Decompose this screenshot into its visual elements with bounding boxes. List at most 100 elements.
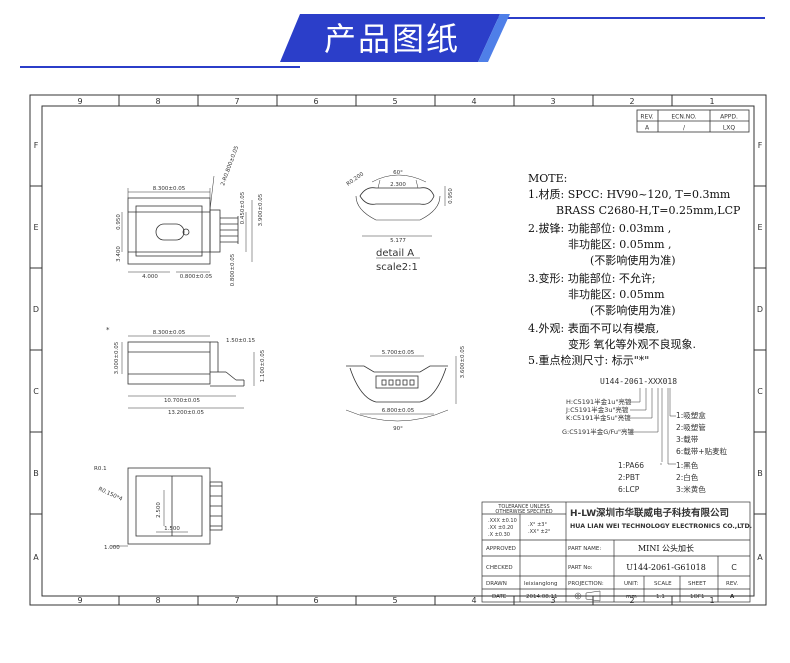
zone-number: 2 (629, 596, 634, 605)
part-code: U144-2061-XXX018 (600, 377, 677, 386)
note-line: 3.变形: 功能部位: 不允许; (528, 271, 656, 285)
dim-label: 1.500 (164, 526, 180, 532)
tolerance-value: .X ±0.30 (488, 532, 510, 538)
revision-table: REV. ECN.NO. APPD. A / LXQ (636, 109, 750, 133)
material-option: 6:LCP (618, 485, 640, 494)
dim-label: 6.800±0.05 (382, 408, 415, 414)
detail-dims: 60° R0.200 2.300 5.177 0.950 (346, 170, 454, 244)
notes: MOTE: 1.材质: SPCC: HV90~120, T=0.3mm BRAS… (528, 172, 741, 367)
plating-option: J:C5191半金3u"亮镀 (565, 405, 629, 414)
date-label: DATE (492, 594, 507, 600)
detail-scale: scale2:1 (376, 262, 418, 273)
zone-letter: B (33, 469, 39, 478)
dim-label: 2-R0.800±0.05 (220, 145, 240, 187)
dim-label: 1.100±0.05 (260, 349, 266, 382)
part-no-label: PART No: (568, 565, 593, 571)
zone-letter: F (34, 141, 39, 150)
packaging-option: 6:载带+贴麦粒 (676, 446, 728, 456)
company-name-cn: 深圳市华联威电子科技有限公司 (596, 507, 729, 519)
zone-letter: E (757, 223, 762, 232)
banner-shape (280, 14, 500, 62)
part-number: U144-2061-G61018 (626, 563, 706, 572)
dim-label: 3.900±0.05 (258, 193, 264, 226)
sheet-label: SHEET (688, 581, 707, 587)
tolerance-value: .XXX ±0.10 (488, 518, 517, 524)
rev-value: A (645, 125, 650, 132)
projection-icon (570, 590, 604, 602)
zone-number: 6 (313, 97, 318, 106)
dim-label: 0.800±0.05 (230, 253, 236, 286)
dim-label: 3.600±0.05 (460, 345, 466, 378)
scale-value: 1:1 (656, 594, 665, 600)
title-block-labels: APPROVED CHECKED DRAWN DATE leixianglong… (486, 546, 738, 600)
tolerance-block: TOLERANCE UNLESS OTHERWISE SPECIFIED .XX… (488, 504, 553, 538)
zone-letter: A (757, 553, 763, 562)
tolerance-sub: OTHERWISE SPECIFIED (495, 509, 552, 515)
dim-label: 3.000±0.05 (114, 341, 120, 374)
note-line: 1.材质: SPCC: HV90~120, T=0.3mm (528, 187, 731, 201)
material-options: 1:PA66 2:PBT 6:LCP (618, 461, 644, 494)
rev-value: A (730, 594, 735, 600)
scale-label: SCALE (654, 581, 672, 587)
dim-label: 90° (393, 426, 403, 432)
plating-option: K:C5191半金5u"亮镀 (566, 413, 631, 422)
note-line: 5.重点检测尺寸: 标示"*" (528, 353, 649, 367)
dim-label: R0.1 (94, 466, 107, 472)
zone-number: 4 (471, 596, 476, 605)
detail-view (355, 174, 446, 259)
date-value: 2014.08.11 (526, 594, 558, 600)
packaging-options: 1:吸塑盒 2:吸塑管 3:载带 6:载带+贴麦粒 (676, 410, 728, 456)
zone-letter: E (33, 223, 38, 232)
dim-label: 0.800±0.05 (180, 274, 213, 280)
zone-letter: B (757, 469, 763, 478)
dim-label: 0.950 (448, 188, 454, 204)
zone-letter: C (33, 387, 39, 396)
note-line: (不影响使用为准) (590, 304, 676, 317)
dim-label: 13.200±0.05 (168, 410, 205, 416)
plating-option: G:C5191半金G/Fu"亮镀 (562, 427, 635, 436)
note-line: 2.拔锋: 功能部位: 0.03mm , (528, 221, 671, 235)
left-zone-letters: F E D C B A (33, 141, 39, 562)
zone-number: 5 (392, 97, 397, 106)
zone-letter: D (757, 305, 763, 314)
ecn-value: / (683, 125, 686, 132)
zone-number: 3 (550, 596, 555, 605)
tolerance-value: .XX° ±2° (528, 529, 551, 535)
ecn-header: ECN.NO. (671, 114, 696, 121)
note-line: 非功能区: 0.05mm (568, 287, 665, 301)
material-option: 2:PBT (618, 473, 640, 482)
color-option: 1:黑色 (676, 460, 699, 470)
plating-options: H:C5191半金1u"亮镀 J:C5191半金3u"亮镀 K:C5191半金5… (562, 397, 635, 436)
appd-value: LXQ (723, 125, 735, 132)
note-line: 非功能区: 0.05mm , (568, 237, 672, 251)
rev-label: REV. (726, 581, 738, 587)
dim-label: 10.700±0.05 (164, 398, 201, 404)
dim-label: 3.400 (116, 246, 122, 262)
page-banner (20, 14, 765, 68)
color-option: 2:白色 (676, 472, 699, 482)
front-view (345, 355, 457, 422)
front-view-dims: 5.700±0.05 3.600±0.05 6.800±0.05 90° (382, 345, 466, 432)
top-zone-numbers: 9 8 7 6 5 4 3 2 1 (77, 97, 714, 106)
detail-label: detail A (376, 248, 414, 259)
zone-letter: F (758, 141, 763, 150)
dim-label: 0.450±0.05 (240, 191, 246, 224)
notes-title: MOTE: (528, 172, 567, 185)
color-option: 3:米黄色 (676, 484, 706, 494)
critical-mark: * (106, 326, 110, 334)
sheet-value: 1OF1 (690, 594, 705, 600)
dim-label: 8.300±0.05 (153, 186, 186, 192)
checked-label: CHECKED (486, 565, 513, 571)
dim-label: 1.000 (104, 545, 120, 551)
dim-label: 4.000 (142, 274, 158, 280)
small-view-dims: R0.1 R0.150*4 2.500 1.500 1.000 (94, 466, 180, 551)
zone-number: 5 (392, 596, 397, 605)
zone-number: 8 (155, 596, 160, 605)
zone-number: 4 (471, 97, 476, 106)
title-block (481, 501, 751, 603)
rev-cell: C (731, 563, 737, 572)
company-logo: H-LW (570, 509, 596, 519)
note-line: 变形 氧化等外观不良现象. (568, 337, 696, 351)
top-view-dims: 8.300±0.05 2-R0.800±0.05 0.950 3.400 0.4… (116, 145, 264, 287)
